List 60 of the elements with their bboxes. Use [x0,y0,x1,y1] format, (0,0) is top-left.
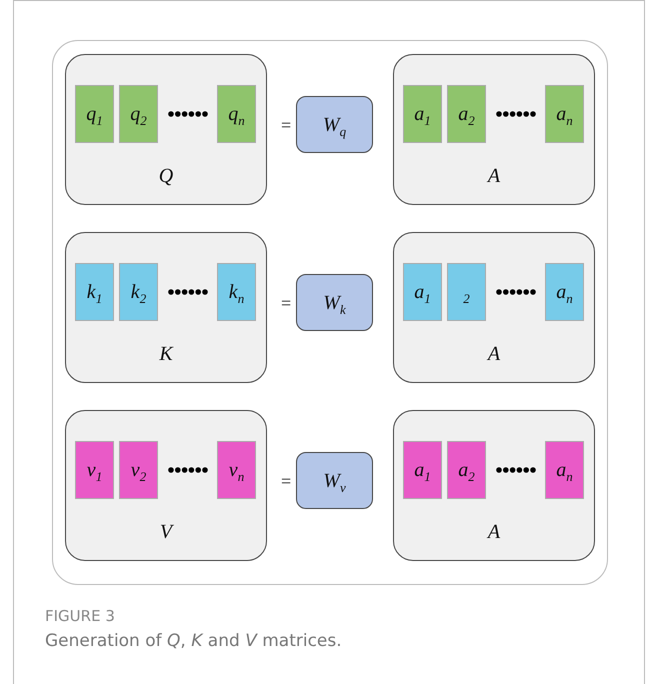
vector-cell [119,441,158,499]
vector-cell [119,85,158,143]
vector-cell [403,85,442,143]
figure-number: FIGURE 3 [45,607,115,625]
vector-cell [75,85,114,143]
weight-symbol: W$_{v}$ [323,468,346,496]
vector-symbol: a$_{1}$ [414,458,431,485]
matrix-label: A [486,165,502,188]
figure-caption: Generation of Q, K and V matrices. [45,631,342,651]
weight-matrix-box [296,452,373,509]
matrix-label: K [158,343,174,366]
vector-symbol: k$_{1}$ [86,280,102,307]
vector-cell [75,441,114,499]
matrix-panel [393,54,595,205]
vector-cell [119,263,158,321]
weight-symbol: W$_{q}$ [322,112,346,140]
vector-cell [403,263,442,321]
weight-matrix-box [296,274,373,331]
matrix-label: A [486,343,502,366]
vector-cell [545,85,584,143]
vector-symbol: a$_{n}$ [556,280,573,307]
vector-cell [447,441,486,499]
vector-cell [447,263,486,321]
vector-symbol: v$_{n}$ [228,458,244,485]
vector-cell [545,263,584,321]
matrix-panel [65,54,267,205]
vector-symbol: q$_{n}$ [228,102,245,129]
vector-symbol: a$_{2}$ [458,102,475,129]
weight-symbol: W$_{k}$ [323,290,346,318]
matrix-label: A [486,521,502,544]
vector-symbol: q$_{2}$ [130,102,147,129]
vector-symbol: q$_{1}$ [86,102,103,129]
vector-symbol: a$_{n}$ [556,102,573,129]
vector-symbol: k$_{2}$ [130,280,146,307]
weight-matrix-box [296,96,373,153]
equals-sign: = [281,115,292,136]
vector-cell [447,85,486,143]
vector-symbol: a$_{n}$ [556,458,573,485]
equals-sign: = [281,471,292,492]
matrix-panel [65,232,267,383]
equals-sign: = [281,293,292,314]
vector-symbol: a$_{1}$ [414,280,431,307]
vector-cell [217,263,256,321]
matrix-label: Q [158,165,174,188]
matrix-panel [393,232,595,383]
vector-cell [217,85,256,143]
vector-symbol: v$_{2}$ [130,458,146,485]
matrix-panel [393,410,595,561]
vector-cell [403,441,442,499]
vector-cell [545,441,584,499]
vector-symbol: k$_{n}$ [228,280,244,307]
vector-cell [75,263,114,321]
matrix-label: V [158,521,175,544]
vector-symbol: a$_{1}$ [414,102,431,129]
outer-frame [52,40,608,585]
matrix-panel [65,410,267,561]
vector-symbol: 2 [463,290,470,307]
vector-symbol: a$_{2}$ [458,458,475,485]
vector-symbol: v$_{1}$ [86,458,102,485]
vector-cell [217,441,256,499]
